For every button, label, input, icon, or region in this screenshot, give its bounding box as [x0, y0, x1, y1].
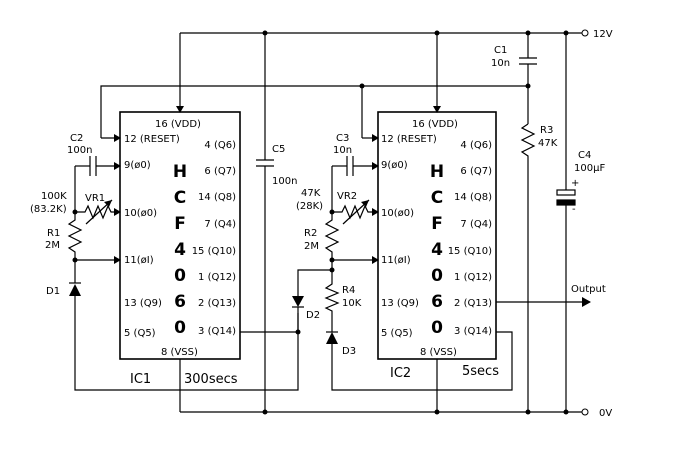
c5-value: 100n — [272, 176, 297, 187]
ic1-pin-left-6: 5 (Q5) — [124, 328, 156, 339]
ic1-pin-right-1: 4 (Q6) — [204, 140, 236, 151]
ic2-letter-6: 6 — [431, 292, 443, 312]
c1-value: 10n — [491, 58, 510, 69]
c2-value: 100n — [67, 145, 92, 156]
ic1-pin-right-4: 7 (Q4) — [204, 219, 236, 230]
vr1-name: VR1 — [85, 193, 105, 204]
d2-name: D2 — [306, 310, 320, 321]
ic2-pin-right-2: 6 (Q7) — [460, 166, 492, 177]
ic2-pin-right-8: 3 (Q14) — [454, 326, 492, 337]
ic2-bottom-pin: 8 (VSS) — [420, 347, 457, 358]
ic2-letter-5: 0 — [431, 266, 443, 286]
vr2-resistor — [332, 204, 378, 220]
c4-plus: + — [571, 178, 579, 189]
ic2-pin-left-4: 11(øI) — [381, 255, 411, 266]
r3-name: R3 — [540, 125, 553, 136]
r4-resistor — [324, 260, 340, 320]
d3-name: D3 — [342, 346, 356, 357]
c2-name: C2 — [70, 133, 83, 144]
c4-name: C4 — [578, 150, 591, 161]
ic1-pin-right-5: 15 (Q10) — [192, 246, 236, 257]
ic2-pin-left-6: 5 (Q5) — [381, 328, 413, 339]
r1-value: 2M — [45, 240, 60, 251]
ic1-pin-right-2: 6 (Q7) — [204, 166, 236, 177]
ic1-letter-4: 4 — [174, 240, 186, 260]
c3-value: 10n — [333, 145, 352, 156]
ic2-pin-right-4: 7 (Q4) — [460, 219, 492, 230]
ic2-pin-left-3: 10(ø0) — [381, 208, 414, 219]
ic2-pin-left-5: 13 (Q9) — [381, 298, 419, 309]
ic2-pin-left-2: 9(ø0) — [381, 160, 408, 171]
r3-resistor — [520, 123, 536, 412]
ic1-pin-left-4: 11(øI) — [124, 255, 154, 266]
c1-name: C1 — [494, 45, 507, 56]
ic1-letter-1: H — [173, 162, 187, 182]
vr1-value: 100K — [41, 191, 67, 202]
vcc-rail — [180, 29, 589, 37]
ic2-time: 5secs — [462, 364, 499, 379]
vcc-label: 12V — [593, 29, 613, 40]
r4-name: R4 — [342, 285, 355, 296]
ic2-pin-right-1: 4 (Q6) — [460, 140, 492, 151]
ic2-letter-4: 4 — [431, 240, 443, 260]
gnd-rail — [180, 408, 589, 416]
r2-resistor — [324, 166, 340, 260]
reset-bus-wire — [100, 85, 528, 138]
ic1-pin-left-2: 9(ø0) — [124, 160, 151, 171]
ic1-bottom-pin: 8 (VSS) — [161, 347, 198, 358]
vr2-setting: (28K) — [296, 201, 323, 212]
ic1-chip — [119, 111, 241, 360]
c4-plate-a — [556, 189, 576, 196]
ic2-letter-1: H — [430, 162, 444, 182]
d2-diode — [292, 296, 304, 307]
ic1-pin-left-5: 13 (Q9) — [124, 298, 162, 309]
ic2-letter-7: 0 — [431, 318, 443, 338]
vr1-setting: (83.2K) — [30, 204, 67, 215]
ic1-pin-left-1: 12 (RESET) — [124, 134, 180, 145]
ic1-name: IC1 — [130, 372, 151, 387]
ic1-pin-left-3: 10(ø0) — [124, 208, 157, 219]
r1-name: R1 — [47, 228, 60, 239]
d1-name: D1 — [46, 286, 60, 297]
ic1-pin-right-7: 2 (Q13) — [198, 298, 236, 309]
ic1-letter-3: F — [174, 214, 186, 234]
ic1-pin-right-6: 1 (Q12) — [198, 272, 236, 283]
r4-value: 10K — [342, 298, 362, 309]
r3-value: 47K — [538, 138, 558, 149]
ic1-top-pin: 16 (VDD) — [155, 119, 201, 130]
r2-value: 2M — [304, 241, 319, 252]
c5-name: C5 — [272, 144, 285, 155]
ic1-pin-right-3: 14 (Q8) — [198, 192, 236, 203]
ic1-letter-7: 0 — [174, 318, 186, 338]
ic2-name: IC2 — [390, 366, 411, 381]
ic1-pin-right-8: 3 (Q14) — [198, 326, 236, 337]
ic2-pin-right-5: 15 (Q10) — [448, 246, 492, 257]
vr2-name: VR2 — [337, 191, 357, 202]
output-label: Output — [571, 284, 606, 295]
c4-minus: - — [572, 204, 576, 215]
c3-name: C3 — [336, 133, 349, 144]
ic2-pin-right-3: 14 (Q8) — [454, 192, 492, 203]
ic2-pin-right-7: 2 (Q13) — [454, 298, 492, 309]
ic1-letter-5: 0 — [174, 266, 186, 286]
c4-value: 100µF — [574, 163, 605, 174]
ic1-time: 300secs — [184, 372, 238, 387]
d3-diode — [326, 332, 338, 344]
ic2-pin-right-6: 1 (Q12) — [454, 272, 492, 283]
vr1-resistor — [75, 204, 120, 220]
ic1-letter-6: 6 — [174, 292, 186, 312]
r2-name: R2 — [304, 228, 317, 239]
d1-diode — [69, 284, 81, 296]
gnd-label: 0V — [599, 408, 612, 419]
ic2-top-pin: 16 (VDD) — [412, 119, 458, 130]
ic2-letter-3: F — [431, 214, 443, 234]
ic2-letter-2: C — [431, 188, 443, 208]
ic1-letter-2: C — [174, 188, 186, 208]
ic2-pin-left-1: 12 (RESET) — [381, 134, 437, 145]
vr2-value: 47K — [301, 188, 321, 199]
ic2-chip — [377, 111, 497, 360]
r1-resistor — [67, 166, 83, 260]
